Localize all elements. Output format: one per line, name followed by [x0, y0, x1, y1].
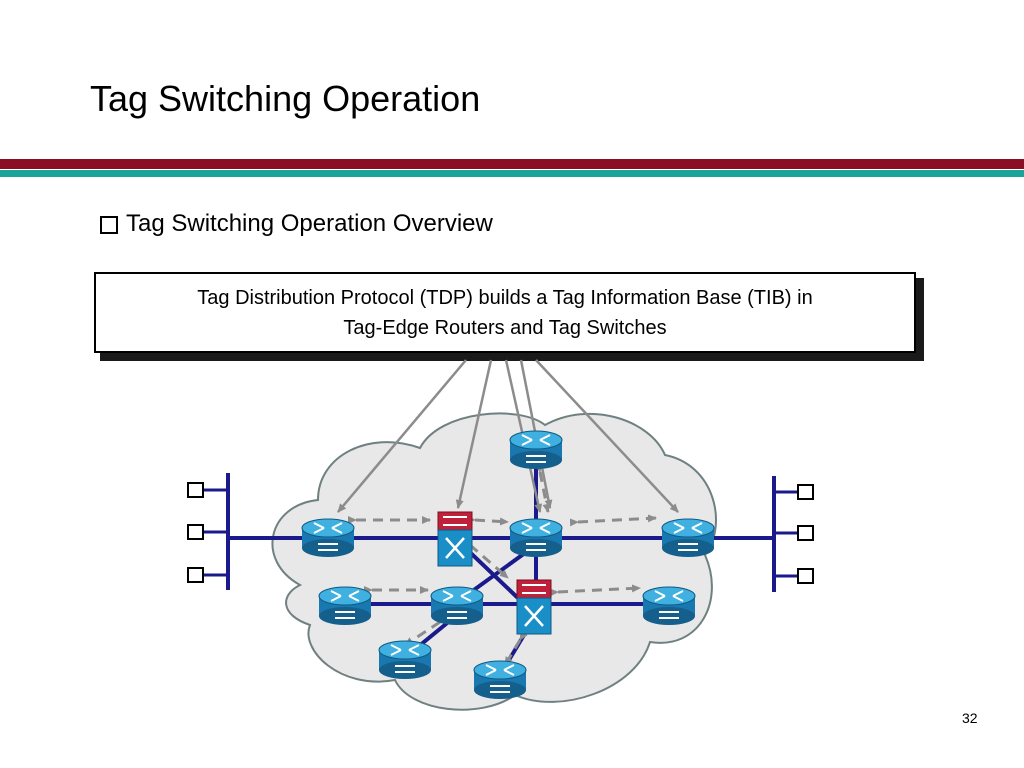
router-icon	[509, 518, 563, 558]
tdp-arrows	[348, 463, 657, 666]
tag-switch-icon	[436, 510, 474, 568]
host-icon	[187, 567, 204, 583]
router-icon	[661, 518, 715, 558]
callout-pointers	[337, 359, 679, 513]
host-icon	[187, 482, 204, 498]
accent-rule	[0, 170, 1024, 177]
router-icon	[430, 586, 484, 626]
router-icon	[318, 586, 372, 626]
slide-title: Tag Switching Operation	[90, 78, 481, 119]
left-lan	[187, 473, 230, 590]
bullet-text: Tag Switching Operation Overview	[126, 210, 493, 237]
callout-box: Tag Distribution Protocol (TDP) builds a…	[94, 272, 916, 353]
bullet-item: Tag Switching Operation Overview	[100, 210, 493, 238]
square-bullet-icon	[100, 216, 118, 234]
tag-switch-icon	[515, 578, 553, 636]
right-lan	[772, 476, 814, 592]
router-icon	[301, 518, 355, 558]
router-icon	[378, 640, 432, 680]
router-icon	[473, 660, 527, 700]
header-rule	[0, 159, 1024, 169]
router-icon	[642, 586, 696, 626]
host-icon	[797, 525, 814, 541]
router-icon	[509, 430, 563, 470]
host-icon	[797, 568, 814, 584]
callout-line-2: Tag-Edge Routers and Tag Switches	[343, 317, 667, 339]
callout-line-1: Tag Distribution Protocol (TDP) builds a…	[197, 287, 813, 309]
page-number: 32	[962, 710, 978, 726]
host-icon	[187, 524, 204, 540]
host-icon	[797, 484, 814, 500]
